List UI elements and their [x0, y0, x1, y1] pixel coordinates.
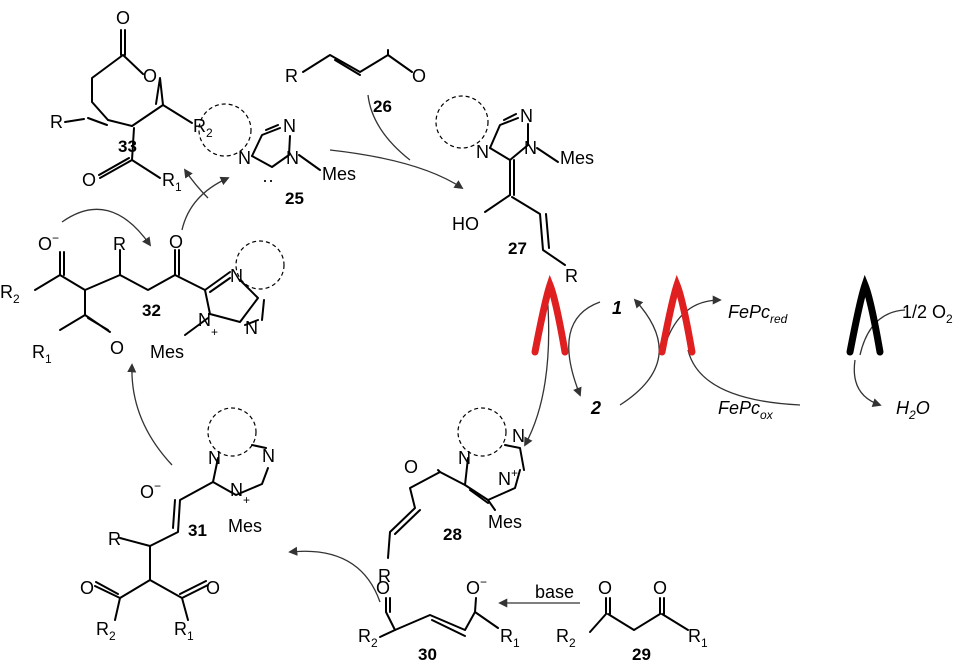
c29-R1: R1: [688, 626, 708, 650]
compound-29: O O R2 R1 29: [556, 578, 708, 664]
arrow-water: [853, 359, 882, 408]
red-mediator-right-icon: [658, 274, 696, 356]
c31-R: R: [108, 529, 121, 549]
label-2: 2: [590, 398, 601, 418]
compound-31: O− R O O R2 R1 N N N+ Mes 31: [80, 407, 275, 643]
arrow-32-to-33: [183, 168, 209, 199]
c32-R: R: [113, 234, 126, 254]
label-o2: 1/2 O2: [902, 302, 953, 326]
c32-Ominus: O−: [38, 231, 59, 254]
c30-R1: R1: [500, 626, 520, 650]
red-mediator-left-icon: [531, 274, 569, 356]
c28-O: O: [404, 457, 418, 477]
c25-N2: N: [283, 116, 296, 136]
c32-O-acyl: O: [110, 338, 124, 358]
c30-R2: R2: [358, 626, 378, 650]
c31-R2: R2: [96, 619, 116, 643]
c25-N4: N: [238, 148, 251, 168]
c31-R1: R1: [174, 619, 194, 643]
c26-O: O: [412, 66, 426, 86]
arrow-2-out: [619, 298, 660, 406]
c32-R2: R2: [0, 282, 20, 306]
arrow-27-to-28: [524, 291, 550, 447]
c25-number: 25: [285, 189, 304, 208]
c32-N1: N+: [198, 310, 218, 339]
c33-number: 33: [118, 137, 137, 156]
compound-26: R O 26: [285, 49, 426, 116]
arrow-1-in: [568, 301, 601, 397]
c28-N4: N: [458, 448, 471, 468]
arrow-recycle-32: [61, 208, 152, 247]
c25-N1: N: [286, 148, 299, 168]
c32-N2: N: [245, 318, 258, 338]
c27-number: 27: [508, 239, 527, 258]
c31-mes: Mes: [228, 516, 262, 536]
label-fepc-red: FePcred: [728, 302, 788, 326]
c28-R: R: [378, 566, 391, 586]
c32-O: O: [169, 232, 183, 252]
c33-O-ring: O: [143, 66, 157, 86]
c33-R: R: [50, 112, 63, 132]
c28-mes: Mes: [488, 512, 522, 532]
c28-number: 28: [443, 525, 462, 544]
c31-N1: N+: [230, 480, 250, 507]
compound-32: O− R O R2 R1 O N N+ N Mes 32: [0, 231, 285, 366]
c29-number: 29: [632, 645, 651, 664]
c31-O-left: O: [80, 578, 94, 598]
arrow-32-to-25: [181, 176, 230, 231]
compound-33: O O R R2 O R1 33: [50, 8, 213, 194]
c27-mes: Mes: [560, 148, 594, 168]
arrow-26-join: [367, 94, 411, 161]
c30-number: 30: [418, 645, 437, 664]
compound-30: O O− R2 R1 30: [358, 575, 520, 664]
c33-O-acyl: O: [82, 170, 96, 190]
c32-R1: R1: [32, 342, 52, 366]
compound-27: N N N Mes HO R 27: [435, 95, 594, 286]
c33-R2: R2: [193, 116, 213, 140]
mediator-icons: [531, 274, 884, 356]
c28-N2: N: [512, 426, 525, 446]
label-water: H2O: [896, 398, 930, 422]
c30-Ominus: O−: [466, 575, 487, 598]
c27-R: R: [565, 266, 578, 286]
c25-carbene-dots: ··: [262, 170, 274, 190]
c29-R2: R2: [556, 626, 576, 650]
black-mediator-icon: [846, 274, 884, 356]
c27-N1: N: [524, 138, 537, 158]
c26-R: R: [285, 66, 298, 86]
c30-O: O: [376, 578, 390, 598]
c32-N4: N: [230, 266, 243, 286]
c26-number: 26: [373, 97, 392, 116]
c29-O-left: O: [598, 578, 612, 598]
arrow-30-to-31: [288, 546, 381, 603]
label-fepc-ox: FePcox: [718, 398, 774, 422]
c27-N2: N: [520, 106, 533, 126]
label-base: base: [535, 582, 574, 602]
label-1: 1: [612, 298, 622, 318]
compound-28: O R N N N+ Mes 28: [378, 407, 525, 586]
c25-mes: Mes: [322, 164, 356, 184]
c31-number: 31: [188, 521, 207, 540]
c27-N4: N: [476, 142, 489, 162]
c29-O-right: O: [653, 578, 667, 598]
c32-mes: Mes: [150, 342, 184, 362]
c31-O-right: O: [206, 578, 220, 598]
c31-N4: N: [208, 448, 221, 468]
redox-labels: 1 2 FePcred FePcox 1/2 O2 H2O base: [535, 298, 953, 602]
c27-HO: HO: [452, 214, 479, 234]
arrow-25-to-27: [329, 149, 464, 190]
compound-25: N N N Mes ·· 25: [198, 103, 356, 208]
c32-number: 32: [142, 301, 161, 320]
arrow-31-to-32: [127, 363, 173, 466]
c28-N1: N+: [498, 466, 518, 489]
arrow-fepc-ox: [687, 349, 801, 406]
c33-O-carbonyl: O: [116, 8, 130, 28]
c31-N2: N: [262, 446, 275, 466]
c33-R1: R1: [162, 170, 182, 194]
c31-Ominus: O−: [140, 479, 161, 502]
